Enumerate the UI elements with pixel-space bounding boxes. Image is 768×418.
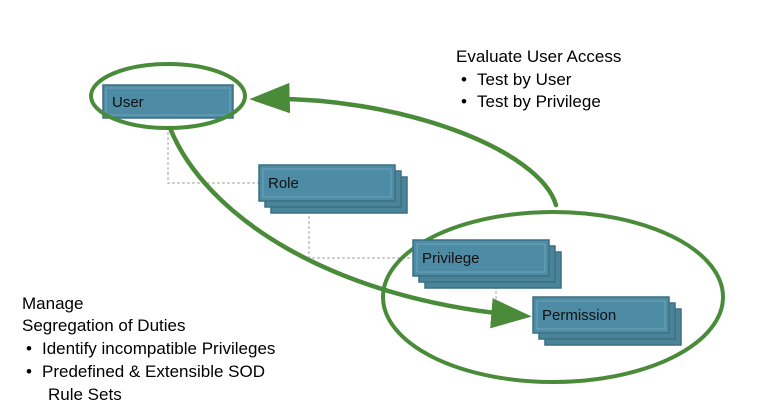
node-privilege-inner-highlight [416, 243, 546, 273]
annotation-manage-segregation-of-duties: Manage Segregation of Duties • Identify … [22, 294, 275, 404]
node-role-box[interactable] [258, 164, 396, 202]
node-permission-inner-highlight [536, 300, 666, 330]
manage-bullet-glyph-1: • [26, 362, 32, 381]
node-role[interactable]: Role [258, 164, 408, 214]
node-user-label: User [112, 94, 144, 111]
annotation-evaluate-user-access: Evaluate User Access • Test by User • Te… [456, 47, 621, 111]
flow-arrow-to-user[interactable] [249, 82, 559, 208]
node-role-label: Role [268, 175, 299, 192]
evaluate-bullet-0: Test by User [477, 70, 572, 89]
evaluate-bullet-1: Test by Privilege [477, 92, 601, 111]
node-user[interactable]: User [102, 84, 234, 119]
node-privilege[interactable]: Privilege [412, 239, 562, 289]
evaluate-bullet-glyph-0: • [461, 70, 467, 89]
manage-bullet-glyph-0: • [26, 339, 32, 358]
evaluate-bullet-glyph-1: • [461, 92, 467, 111]
manage-bullet-0: Identify incompatible Privileges [42, 339, 275, 358]
manage-bullet-1: Predefined & Extensible SOD [42, 362, 265, 381]
node-user-box[interactable] [102, 84, 234, 119]
manage-bullet-1-continuation: Rule Sets [48, 385, 122, 404]
privilege-permission-ellipse[interactable] [381, 210, 725, 384]
node-privilege-label: Privilege [422, 250, 480, 267]
node-role-inner-highlight [262, 168, 392, 198]
node-permission[interactable]: Permission [532, 296, 682, 346]
connector-role-privilege [308, 206, 414, 259]
node-user-inner-highlight [105, 87, 231, 116]
node-permission-box[interactable] [532, 296, 670, 334]
manage-heading-line2: Segregation of Duties [22, 316, 186, 335]
connector-user-role [167, 127, 260, 184]
evaluate-heading: Evaluate User Access [456, 47, 621, 66]
user-ellipse[interactable] [89, 62, 247, 130]
node-permission-label: Permission [542, 307, 616, 324]
flow-arrow-to-permission[interactable] [167, 125, 532, 329]
manage-heading-line1: Manage [22, 294, 83, 313]
node-privilege-box[interactable] [412, 239, 550, 277]
